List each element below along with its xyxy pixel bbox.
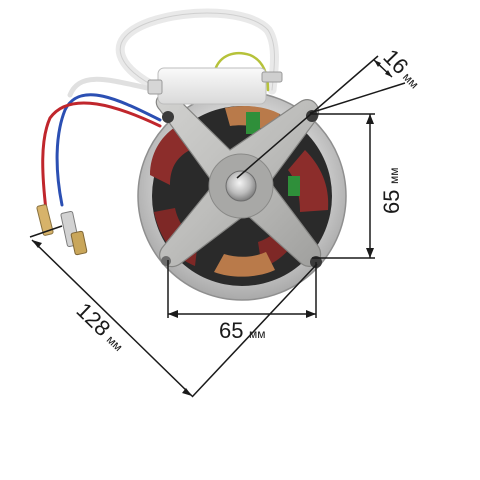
label-16: 16 мм xyxy=(378,44,422,92)
label-65-vertical-unit: мм xyxy=(387,168,401,185)
label-65-horizontal-value: 65 xyxy=(219,318,243,343)
label-65-vertical-value: 65 xyxy=(379,190,404,214)
spade-connector xyxy=(36,204,88,256)
mount-hole xyxy=(161,256,171,266)
shaft xyxy=(225,170,257,202)
mount-hole xyxy=(306,110,318,122)
label-128-unit: мм xyxy=(104,333,126,355)
label-65-horizontal: 65 мм xyxy=(219,318,266,343)
mount-hole xyxy=(162,111,174,123)
motor-photo xyxy=(36,8,347,301)
label-65-vertical: 65 мм xyxy=(379,168,404,215)
label-65-horizontal-unit: мм xyxy=(249,327,266,341)
label-128-value: 128 xyxy=(72,298,116,341)
blue-wire xyxy=(55,93,162,207)
lead-wires xyxy=(41,8,279,212)
red-wire xyxy=(41,101,162,212)
label-16-unit: мм xyxy=(400,70,422,92)
dim-line-128 xyxy=(31,239,193,397)
capacitor xyxy=(147,67,283,105)
dimension-arrows xyxy=(32,60,392,396)
